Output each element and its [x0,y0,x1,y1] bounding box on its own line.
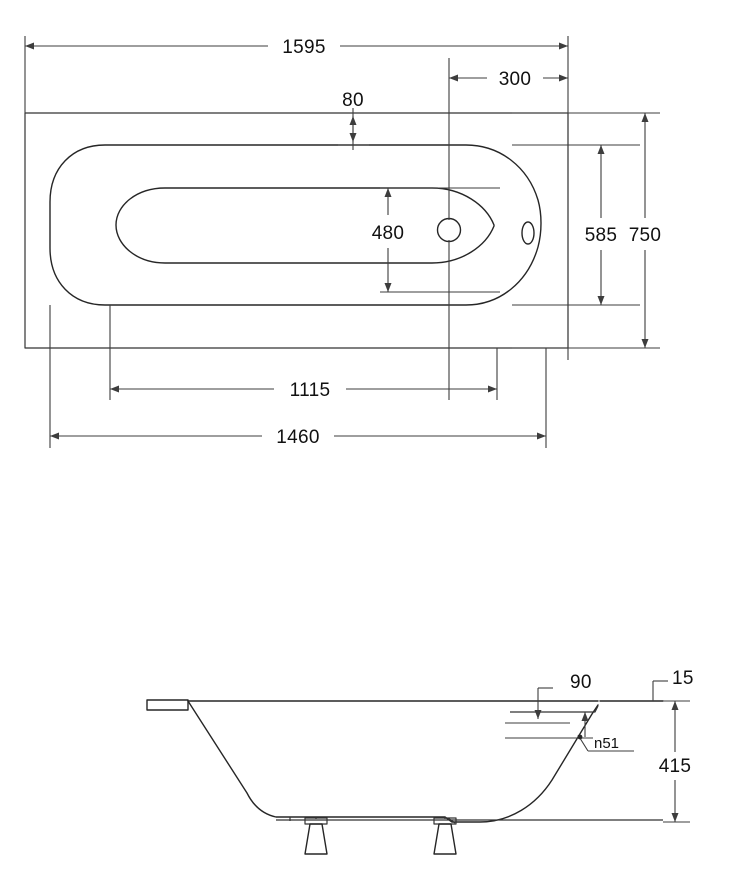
dim-rim-width-80: 80 [338,90,369,146]
dim-label-750: 750 [629,225,662,246]
dim-label-1460: 1460 [276,427,319,448]
section-base-step-detail [289,817,456,824]
section-view: 90 15 n51 415 [146,668,694,855]
dim-overall-width-750: 750 [629,113,662,348]
leader-n51-dot [577,734,583,740]
plan-bath-rim-outline [49,144,542,306]
dim-overall-length-1595: 1595 [25,37,568,58]
dim-label-15: 15 [672,668,694,689]
plan-view: 1595 300 80 480 585 [24,36,662,448]
note-radius-n51: n51 [505,734,634,752]
dim-label-300: 300 [499,69,532,90]
dim-label-480: 480 [372,223,405,244]
dim-label-1595: 1595 [282,37,325,58]
dim-inner-width-585: 585 [585,145,618,305]
waste-outlet-icon [436,217,462,243]
adjustable-foot-left [304,817,328,855]
dim-label-n51: n51 [594,735,619,752]
overflow-slot-icon [521,221,535,245]
dim-label-415: 415 [659,756,692,777]
plan-inner-well-outline [115,187,495,264]
dim-overall-height-415: 415 [659,700,692,823]
dim-body-length-1460: 1460 [50,427,546,448]
dim-drain-offset-300: 300 [449,69,568,90]
section-left-rim-lip [146,699,189,711]
dim-label-80: 80 [342,90,364,111]
section-inner-wall-profile [187,700,599,823]
dim-rim-thickness-15: 15 [581,668,694,737]
dim-inner-length-1115: 1115 [110,380,497,401]
dim-label-1115: 1115 [290,380,331,401]
adjustable-foot-right [433,817,457,855]
dim-rim-inset-90: 90 [505,672,592,724]
dim-label-90: 90 [570,672,592,693]
dim-drain-centerline-480: 480 [372,188,405,292]
section-rim-step-detail [563,705,599,713]
dim-label-585: 585 [585,225,618,246]
